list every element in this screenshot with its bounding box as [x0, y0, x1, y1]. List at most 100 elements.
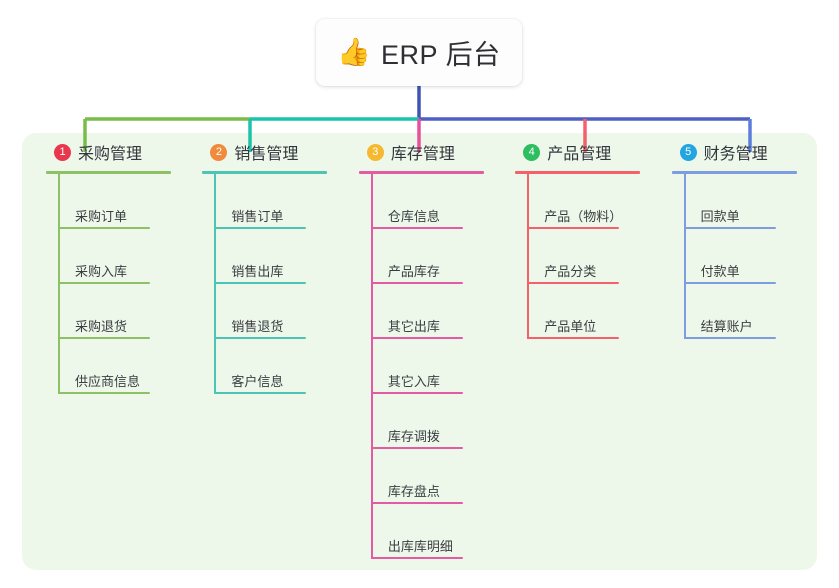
leaf-label: 采购退货 [75, 319, 128, 334]
leaf-label: 采购订单 [75, 209, 128, 224]
thumbs-up-icon: 👍 [337, 37, 372, 68]
leaf-underline [214, 227, 307, 229]
branch-header[interactable]: 2 销售管理 [191, 133, 347, 171]
leaf-label: 库存盘点 [387, 484, 440, 499]
leaf-label: 其它入库 [387, 374, 440, 389]
leaf-label: 产品库存 [387, 264, 440, 279]
leaf-label: 客户信息 [231, 374, 284, 389]
branch-title: 产品管理 [547, 146, 612, 163]
leaf-label: 销售出库 [231, 264, 284, 279]
branch-title: 财务管理 [703, 146, 768, 163]
root-node[interactable]: 👍 ERP 后台 [316, 19, 522, 86]
branch-spine [527, 174, 530, 339]
leaf-label: 付款单 [700, 264, 740, 279]
leaf-underline [370, 557, 463, 559]
leaf-label: 库存调拨 [387, 429, 440, 444]
leaf-item[interactable]: 产品（物料） [527, 174, 660, 229]
branch-title: 采购管理 [78, 146, 143, 163]
branch-spine [683, 174, 686, 339]
leaf-underline [683, 282, 776, 284]
leaf-item[interactable]: 出库库明细 [370, 504, 504, 559]
leaf-underline [370, 227, 463, 229]
leaf-item[interactable]: 付款单 [683, 229, 817, 284]
branch-index-badge: 2 [210, 143, 228, 161]
leaf-underline [527, 227, 620, 229]
branch-index-badge: 1 [54, 143, 71, 161]
leaf-underline [58, 227, 150, 229]
leaf-label: 结算账户 [700, 319, 753, 334]
leaf-item[interactable]: 仓库信息 [370, 174, 504, 229]
leaf-underline [58, 392, 150, 394]
branch-column: 5 财务管理回款单付款单结算账户 [661, 133, 817, 570]
leaf-underline [214, 392, 307, 394]
leaf-underline [214, 282, 307, 284]
branch-spine [58, 174, 60, 394]
branch-column: 3 库存管理仓库信息产品库存其它出库其它入库库存调拨库存盘点出库库明细 [348, 133, 504, 570]
leaf-item[interactable]: 产品单位 [527, 284, 660, 339]
leaf-item[interactable]: 客户信息 [214, 339, 347, 394]
leaf-label: 产品分类 [544, 264, 597, 279]
leaf-item[interactable]: 结算账户 [683, 284, 817, 339]
branch-title: 库存管理 [390, 146, 455, 163]
leaf-underline [58, 282, 150, 284]
leaf-item[interactable]: 产品库存 [370, 229, 504, 284]
leaf-item[interactable]: 供应商信息 [58, 339, 191, 394]
branch-title: 销售管理 [234, 146, 299, 163]
leaf-item[interactable]: 库存盘点 [370, 449, 504, 504]
branch-header[interactable]: 5 财务管理 [661, 133, 817, 171]
leaf-item[interactable]: 采购入库 [58, 229, 191, 284]
leaf-label: 销售退货 [231, 319, 284, 334]
branch-index-badge: 5 [679, 143, 697, 161]
leaf-underline [683, 337, 776, 339]
branch-header-underline [46, 171, 171, 174]
leaf-label: 仓库信息 [387, 209, 440, 224]
leaf-label: 采购入库 [75, 264, 128, 279]
leaf-underline [370, 282, 463, 284]
leaf-item[interactable]: 销售订单 [214, 174, 347, 229]
root-title: ERP 后台 [381, 40, 501, 70]
leaf-underline [370, 502, 463, 504]
branch-column: 1 采购管理采购订单采购入库采购退货供应商信息 [35, 133, 191, 570]
branch-header-underline [671, 171, 797, 174]
branch-header[interactable]: 3 库存管理 [348, 133, 504, 171]
leaf-label: 其它出库 [387, 319, 440, 334]
leaf-item[interactable]: 其它出库 [370, 284, 504, 339]
leaf-item[interactable]: 销售退货 [214, 284, 347, 339]
leaf-item[interactable]: 库存调拨 [370, 394, 504, 449]
branch-spine [214, 174, 217, 394]
leaf-item[interactable]: 其它入库 [370, 339, 504, 394]
leaf-underline [370, 337, 463, 339]
leaf-label: 销售订单 [231, 209, 284, 224]
leaf-item[interactable]: 采购订单 [58, 174, 191, 229]
branch-items: 销售订单销售出库销售退货客户信息 [214, 174, 347, 394]
branch-items: 产品（物料） 产品分类产品单位 [527, 174, 660, 339]
branch-items: 仓库信息产品库存其它出库其它入库库存调拨库存盘点出库库明细 [370, 174, 504, 559]
branch-index-badge: 3 [366, 143, 384, 161]
leaf-label: 产品单位 [544, 319, 597, 334]
leaf-label: 出库库明细 [387, 539, 453, 554]
leaf-underline [214, 337, 307, 339]
branch-columns: 1 采购管理采购订单采购入库采购退货供应商信息 2 销售管理销售订单销售出库销售退货客… [22, 133, 817, 570]
leaf-item[interactable]: 采购退货 [58, 284, 191, 339]
leaf-label: 产品（物料） [544, 209, 623, 224]
branch-header-underline [515, 171, 641, 174]
branch-items: 回款单付款单结算账户 [683, 174, 817, 339]
leaf-underline [58, 337, 150, 339]
leaf-item[interactable]: 销售出库 [214, 229, 347, 284]
leaf-label: 回款单 [700, 209, 740, 224]
leaf-label: 供应商信息 [75, 374, 141, 389]
leaf-underline [527, 282, 620, 284]
leaf-underline [370, 392, 463, 394]
leaf-item[interactable]: 产品分类 [527, 229, 660, 284]
leaf-item[interactable]: 回款单 [683, 174, 817, 229]
leaf-underline [683, 227, 776, 229]
branch-header-underline [358, 171, 484, 174]
leaf-underline [370, 447, 463, 449]
branch-items: 采购订单采购入库采购退货供应商信息 [58, 174, 191, 394]
branch-header[interactable]: 1 采购管理 [35, 133, 191, 171]
leaf-underline [527, 337, 620, 339]
branch-column: 2 销售管理销售订单销售出库销售退货客户信息 [191, 133, 347, 570]
